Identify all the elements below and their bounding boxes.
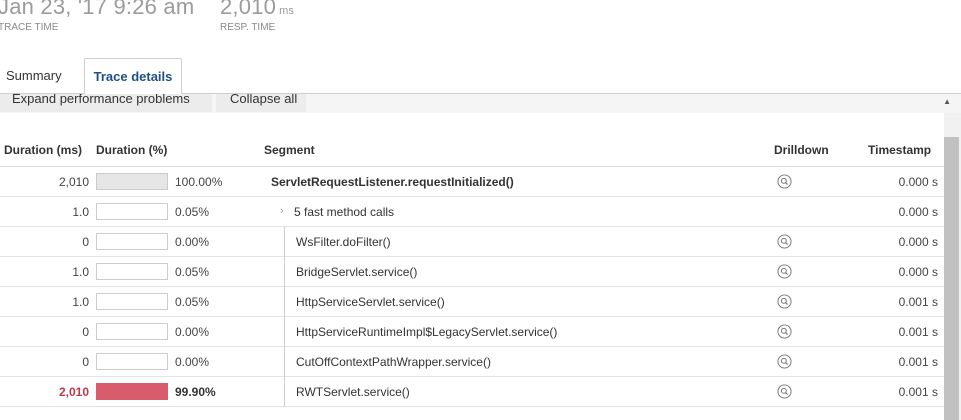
segment-cell: HttpServiceServlet.service() [296,295,445,309]
timestamp-cell: 0.000 s [898,205,938,219]
table-row[interactable]: 2,010 99.90% RWTServlet.service() 0.001 s [0,377,944,407]
timestamp-cell: 0.000 s [898,265,938,279]
scrollbar-thumb[interactable] [944,137,959,420]
table-row[interactable]: 1.0 0.05% HttpServiceServlet.service() 0.00… [0,287,944,317]
drilldown-magnifier-icon[interactable] [777,384,792,399]
duration-ms-cell: 1.0 [72,295,89,309]
header-duration-ms[interactable]: Duration (ms) [4,143,82,157]
resp-time-value: 2,010 [220,0,277,19]
duration-bar [96,293,168,310]
table-row[interactable]: 1.0 0.05% BridgeServlet.service() 0.000 s [0,257,944,287]
header-duration-pct[interactable]: Duration (%) [96,143,168,157]
tree-indent-line [284,317,285,347]
duration-pct-cell: 0.05% [175,205,210,219]
collapse-all-button[interactable]: Collapse all [216,94,306,112]
header-segment[interactable]: Segment [264,143,315,157]
segment-cell: HttpServiceRuntimeImpl$LegacyServlet.ser… [296,325,558,339]
segment-cell: RWTServlet.service() [296,385,410,399]
duration-bar-fill [97,174,167,189]
timestamp-cell: 0.001 s [898,385,938,399]
expand-performance-problems-button[interactable]: Expand performance problems [0,94,212,112]
drilldown-magnifier-icon[interactable] [777,174,792,189]
duration-pct-cell: 0.00% [175,235,210,249]
table-row[interactable]: 2,010 100.00% ServletRequestListener.reque… [0,167,944,197]
duration-pct-cell: 0.00% [175,355,210,369]
duration-bar [96,323,168,340]
timestamp-cell: 0.000 s [898,235,938,249]
table-row[interactable]: 0 0.00% CutOffContextPathWrapper.service()… [0,347,944,377]
resp-time-caption: RESP. TIME [220,22,276,33]
duration-ms-cell: 1.0 [72,205,89,219]
tab-summary[interactable]: Summary [6,68,62,83]
table-row[interactable]: 0 0.00% HttpServiceRuntimeImpl$LegacyServl… [0,317,944,347]
timestamp-cell: 0.000 s [898,175,938,189]
scroll-up-arrow-icon[interactable]: ▲ [943,97,951,106]
duration-pct-cell: 0.05% [175,265,210,279]
drilldown-magnifier-icon[interactable] [777,324,792,339]
duration-ms-cell: 0 [82,325,89,339]
duration-bar [96,383,168,400]
vertical-scrollbar[interactable] [944,113,961,420]
resp-time-unit: ms [279,5,295,17]
table-row[interactable]: 1.0 0.05% › 5 fast method calls 0.000 s [0,197,944,227]
table-row[interactable]: 0 0.00% WsFilter.doFilter() 0.000 s [0,227,944,257]
header-timestamp[interactable]: Timestamp [868,143,932,157]
duration-bar [96,173,168,190]
trace-toolbar: Expand performance problems Collapse all… [0,94,961,113]
segment-cell: WsFilter.doFilter() [296,235,391,249]
drilldown-magnifier-icon[interactable] [777,264,792,279]
duration-bar-fill [97,384,167,399]
timestamp-cell: 0.001 s [898,325,938,339]
segment-cell[interactable]: 5 fast method calls [294,205,395,219]
duration-bar [96,203,168,220]
duration-pct-cell: 100.00% [175,175,223,189]
duration-ms-cell: 0 [82,355,89,369]
tree-indent-line [284,227,285,257]
duration-ms-cell: 2,010 [58,175,89,189]
duration-pct-cell: 0.00% [175,325,210,339]
segment-cell: BridgeServlet.service() [296,265,418,279]
header-drilldown[interactable]: Drilldown [774,143,829,157]
table-header: Duration (ms) Duration (%) Segment Drill… [0,141,944,167]
duration-pct-cell: 99.90% [175,385,216,399]
duration-bar [96,263,168,280]
drilldown-magnifier-icon[interactable] [777,234,792,249]
trace-time-metric: Jan 23, '17 9:26 am TRACE TIME [0,0,194,33]
expand-chevron-icon[interactable]: › [280,205,284,217]
duration-ms-cell: 2,010 [58,385,89,399]
timestamp-cell: 0.001 s [898,295,938,309]
segment-cell: CutOffContextPathWrapper.service() [296,355,491,369]
tab-trace-details[interactable]: Trace details [84,58,182,95]
tree-indent-line [284,377,285,407]
tree-indent-line [284,287,285,317]
timestamp-cell: 0.001 s [898,355,938,369]
drilldown-magnifier-icon[interactable] [777,294,792,309]
tree-indent-line [284,347,285,377]
segment-cell: ServletRequestListener.requestInitialize… [271,175,514,189]
drilldown-magnifier-icon[interactable] [777,354,792,369]
duration-ms-cell: 0 [82,235,89,249]
duration-ms-cell: 1.0 [72,265,89,279]
duration-bar [96,233,168,250]
trace-time-caption: TRACE TIME [0,22,59,33]
tab-bar: Summary Trace details [0,58,961,95]
tree-indent-line [284,257,285,287]
duration-bar [96,353,168,370]
duration-pct-cell: 0.05% [175,295,210,309]
trace-time-value: Jan 23, '17 9:26 am [0,0,195,19]
